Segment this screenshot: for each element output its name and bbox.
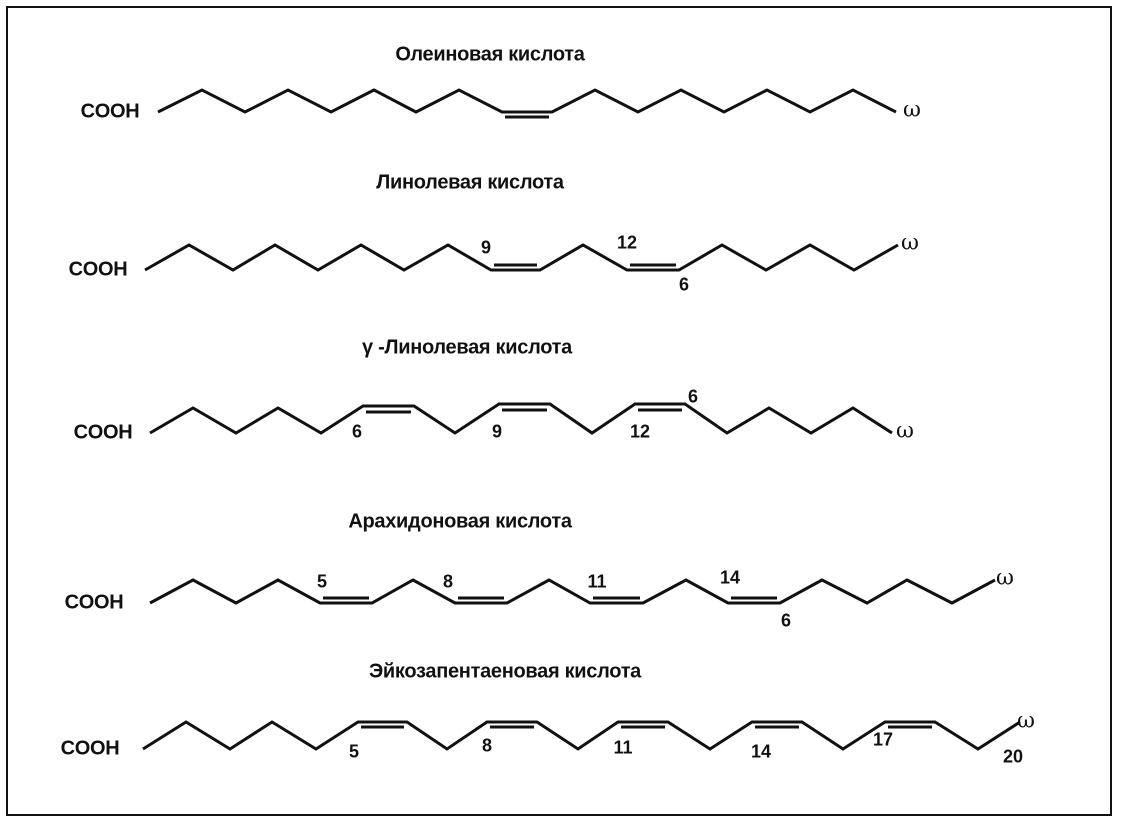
- epa-acid-title: Эйкозапентаеновая кислота: [368, 660, 642, 683]
- oleic-cooh-label: COOH: [80, 100, 140, 123]
- epa-position-20: 20: [1002, 746, 1024, 767]
- arachidonic-position-8: 8: [442, 571, 454, 592]
- arachidonic-position-5: 5: [316, 571, 328, 592]
- gamma-linolenic-carbon-chain: [149, 402, 893, 435]
- arachidonic-position-14: 14: [719, 567, 741, 588]
- arachidonic-position-11: 11: [587, 571, 607, 592]
- epa-position-17: 17: [872, 729, 894, 750]
- linoleic-omega-label: ω: [901, 230, 919, 256]
- epa-position-5: 5: [348, 741, 360, 762]
- oleic-carbon-chain: [157, 88, 897, 114]
- linoleic-carbon-chain: [144, 243, 899, 272]
- arachidonic-carbon-chain: [149, 578, 996, 605]
- gamma-linolenic-omega-6: 6: [687, 386, 699, 407]
- epa-position-11: 11: [613, 737, 633, 758]
- arachidonic-cooh-label: COOH: [64, 591, 124, 614]
- linoleic-position-12: 12: [616, 232, 638, 253]
- gamma-linolenic-position-12: 12: [629, 421, 651, 442]
- gamma-linolenic-acid-title: γ -Линолевая кислота: [362, 336, 572, 359]
- arachidonic-omega-label: ω: [996, 565, 1014, 591]
- gamma-linolenic-omega-label: ω: [896, 418, 914, 444]
- linoleic-omega-6: 6: [678, 274, 690, 295]
- oleic-acid-title: Олеиновая кислота: [395, 43, 585, 66]
- linoleic-cooh-label: COOH: [68, 258, 128, 281]
- linoleic-position-9: 9: [480, 237, 492, 258]
- epa-position-8: 8: [481, 735, 493, 756]
- epa-position-14: 14: [750, 741, 772, 762]
- arachidonic-omega-6: 6: [780, 610, 792, 631]
- arachidonic-acid-title: Арахидоновая кислота: [348, 510, 572, 533]
- epa-carbon-chain: [142, 720, 1021, 751]
- gamma-linolenic-position-9: 9: [491, 421, 503, 442]
- linoleic-acid-title: Линолевая кислота: [376, 171, 564, 194]
- epa-omega-label: ω: [1017, 708, 1035, 734]
- oleic-omega-label: ω: [903, 97, 921, 123]
- diagram-frame: [6, 6, 1112, 816]
- gamma-linolenic-cooh-label: COOH: [73, 421, 133, 444]
- epa-cooh-label: COOH: [60, 737, 120, 760]
- gamma-linolenic-position-6: 6: [351, 421, 363, 442]
